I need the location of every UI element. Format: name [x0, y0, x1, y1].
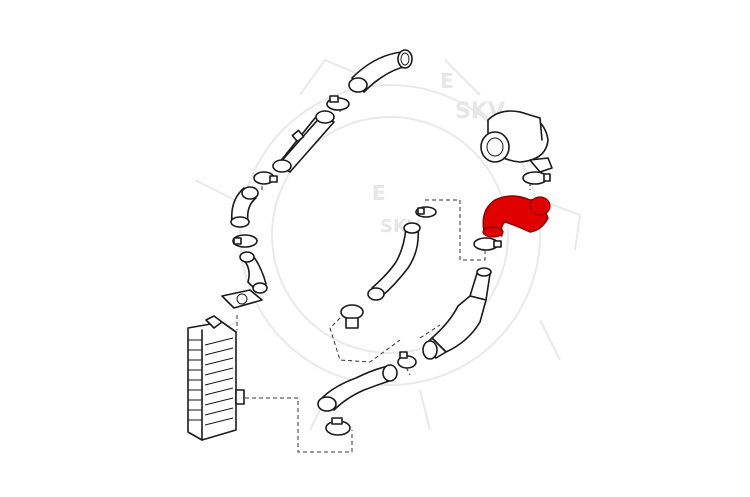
- watermark-letter-mid: E: [372, 181, 386, 205]
- turbocharger: [480, 110, 553, 173]
- clamp-8: [325, 417, 351, 436]
- clamp-6: [340, 304, 364, 329]
- clamp-1: [326, 95, 350, 111]
- straight-pipe: [272, 110, 335, 173]
- elbow-hose: [230, 186, 259, 228]
- lower-hose: [317, 364, 398, 412]
- clamp-7: [397, 351, 417, 369]
- long-pipe: [367, 222, 421, 301]
- s-hose: [239, 251, 268, 294]
- intercooler: [187, 315, 245, 441]
- flange-gasket: [221, 289, 263, 309]
- turbo-outlet-hose-highlighted: [482, 195, 551, 238]
- clamp-3: [232, 234, 258, 248]
- clamp-turbo: [522, 171, 551, 185]
- clamp-4: [473, 237, 502, 251]
- watermark-letter: E: [440, 69, 454, 93]
- clamp-5: [415, 206, 437, 218]
- upper-elbow-hose: [348, 49, 413, 93]
- clamp-2: [253, 171, 278, 185]
- resonator-pipe: [422, 267, 492, 360]
